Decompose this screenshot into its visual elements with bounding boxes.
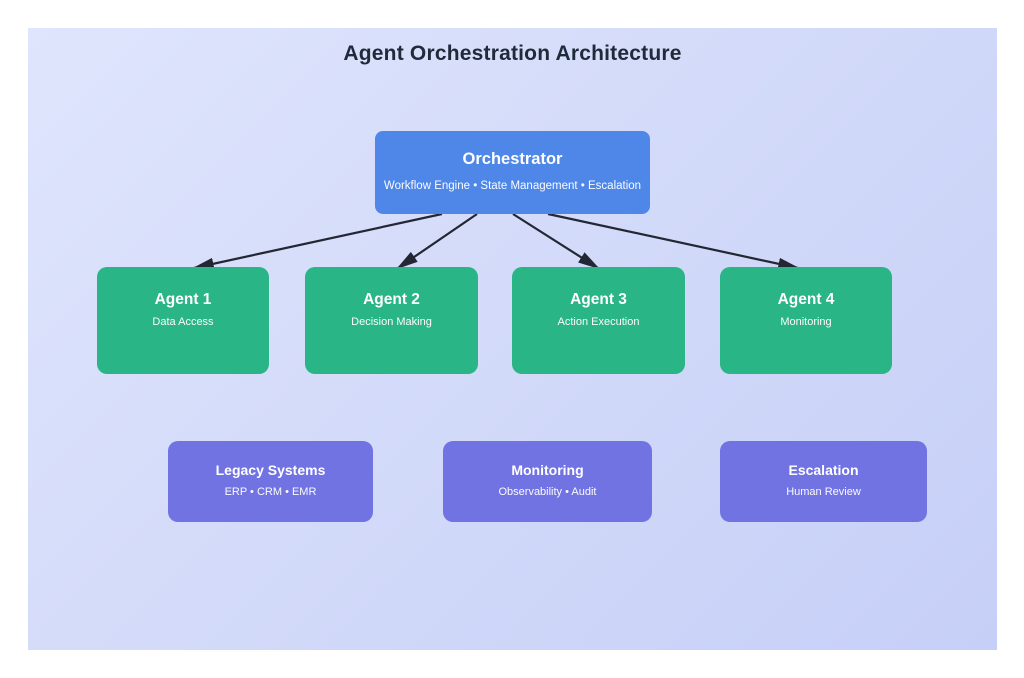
agent-2-subtitle: Decision Making: [351, 316, 432, 328]
legacy-systems-subtitle: ERP • CRM • EMR: [224, 486, 317, 498]
arrow-orchestrator-to-agent-2: [396, 213, 478, 270]
arrow-orchestrator-to-agent-4: [547, 212, 801, 270]
legacy-systems-title: Legacy Systems: [215, 462, 326, 478]
escalation-subtitle: Human Review: [786, 486, 861, 498]
escalation-title: Escalation: [788, 462, 859, 478]
node-agent-4: Agent 4 Monitoring: [720, 267, 892, 374]
monitoring-subtitle: Observability • Audit: [498, 486, 597, 498]
orchestrator-title: Orchestrator: [462, 150, 563, 168]
node-escalation: Escalation Human Review: [720, 441, 927, 522]
agent-1-subtitle: Data Access: [152, 316, 214, 328]
node-monitoring: Monitoring Observability • Audit: [443, 441, 652, 522]
node-agent-2: Agent 2 Decision Making: [305, 267, 478, 374]
node-agent-3: Agent 3 Action Execution: [512, 267, 685, 374]
agent-3-title: Agent 3: [570, 291, 627, 308]
agent-1-title: Agent 1: [154, 291, 212, 308]
agent-3-subtitle: Action Execution: [557, 316, 640, 328]
arrow-orchestrator-to-agent-3: [512, 213, 600, 270]
agent-2-title: Agent 2: [363, 291, 420, 308]
diagram-canvas: Agent Orchestration Architecture Orchest…: [28, 28, 997, 650]
orchestrator-subtitle: Workflow Engine • State Management • Esc…: [383, 180, 642, 192]
node-agent-1: Agent 1 Data Access: [97, 267, 269, 374]
agent-4-subtitle: Monitoring: [780, 316, 832, 328]
monitoring-title: Monitoring: [511, 462, 584, 478]
node-legacy-systems: Legacy Systems ERP • CRM • EMR: [168, 441, 373, 522]
diagram-title: Agent Orchestration Architecture: [343, 42, 682, 65]
agent-4-title: Agent 4: [777, 291, 835, 308]
arrow-orchestrator-to-agent-1: [191, 212, 443, 270]
node-orchestrator: Orchestrator Workflow Engine • State Man…: [375, 131, 650, 214]
